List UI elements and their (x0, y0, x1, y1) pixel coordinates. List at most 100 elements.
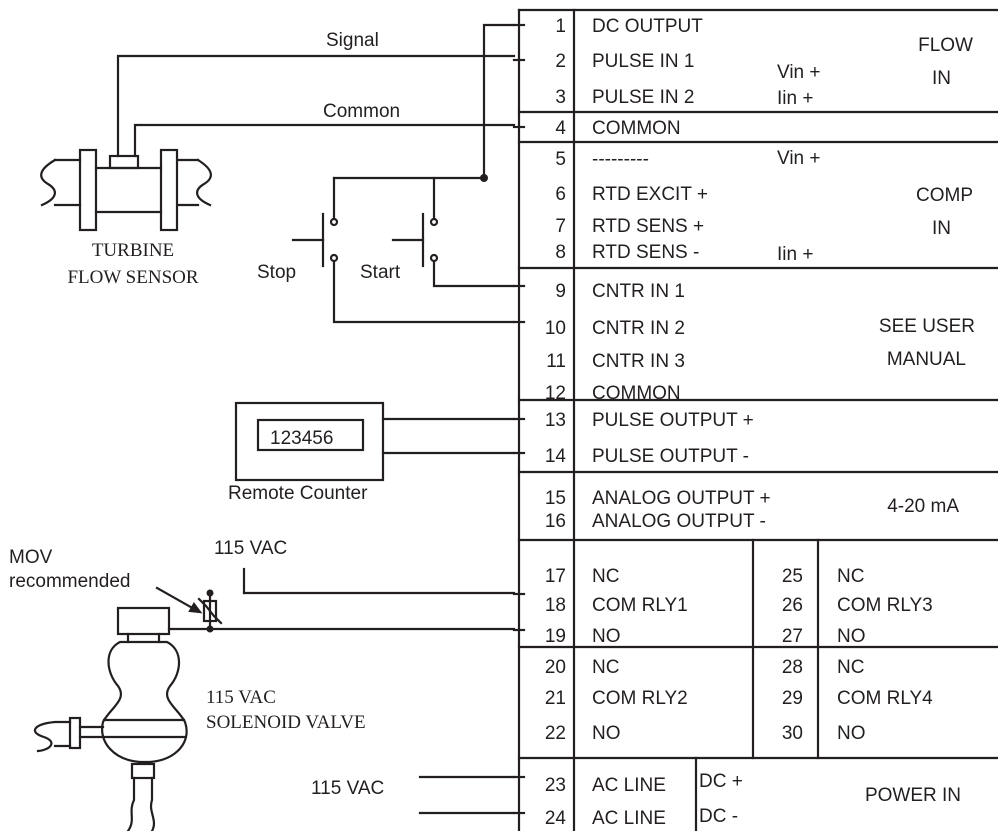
flow-in-label-line2: IN (932, 68, 951, 89)
terminal-row-number: 10 (545, 318, 566, 339)
junction-dots (206, 174, 488, 633)
power-in-label: POWER IN (865, 785, 961, 806)
remote-counter-label: Remote Counter (228, 483, 368, 504)
terminal-row-label: PULSE IN 1 (592, 51, 694, 72)
relay-terminal-label: NO (837, 723, 866, 744)
terminal-block (517, 8, 998, 831)
relay-terminal-label: COM RLY4 (837, 688, 933, 709)
turbine-flow-sensor-icon (40, 148, 212, 232)
stop-switch-icon (291, 212, 339, 268)
flow-vin-label: Vin + (777, 62, 821, 83)
terminal-row-number: 24 (545, 808, 567, 829)
terminal-row-label: --------- (592, 149, 649, 170)
terminal-leads (512, 23, 526, 815)
relay-terminal-number: 28 (782, 657, 803, 678)
terminal-row-label: CNTR IN 1 (592, 281, 685, 302)
counter-display: 123456 (270, 428, 333, 449)
relay-terminal-label: COM RLY3 (837, 595, 933, 616)
terminal-row-label: COMMON (592, 118, 681, 139)
terminal-row-label: COM RLY2 (592, 688, 688, 709)
terminal-row-number: 8 (555, 242, 566, 263)
sensor-name-line2: FLOW SENSOR (67, 267, 198, 288)
mov-varistor-icon (155, 586, 223, 631)
sensor-name-line1: TURBINE (92, 240, 174, 261)
terminal-row-label: ANALOG OUTPUT + (592, 488, 771, 509)
relay-terminal-label: NC (837, 657, 864, 678)
terminal-row-number: 13 (545, 410, 566, 431)
terminal-row-number: 4 (555, 118, 566, 139)
start-label: Start (360, 262, 401, 283)
terminal-row-label: NC (592, 657, 619, 678)
flow-iin-label: Iin + (777, 88, 813, 109)
comp-in-label-line2: IN (932, 218, 951, 239)
terminal-row-label: ANALOG OUTPUT - (592, 511, 766, 532)
see-user-label: SEE USER (879, 316, 975, 337)
signal-wire (116, 54, 516, 158)
terminal-row-label: PULSE OUTPUT - (592, 446, 749, 467)
terminal-row-number: 16 (545, 511, 566, 532)
relay-terminal-number: 29 (782, 688, 803, 709)
terminal-row-label: AC LINE (592, 808, 666, 829)
terminal-row-number: 1 (555, 16, 566, 37)
mov-label-line1: MOV (9, 547, 53, 568)
flow-in-label-line1: FLOW (918, 35, 973, 56)
common-wire (133, 123, 516, 158)
power-supply-label: 115 VAC (311, 778, 384, 799)
relay-terminal-label: NO (837, 626, 866, 647)
relay-terminal-number: 30 (782, 723, 803, 744)
manual-label: MANUAL (887, 349, 966, 370)
terminal-row-number: 9 (555, 281, 566, 302)
valve-name-line1: 115 VAC (206, 687, 276, 708)
terminal-row-number: 17 (545, 566, 566, 587)
valve-name-line2: SOLENOID VALVE (206, 712, 366, 733)
terminal-row-number: 6 (555, 184, 566, 205)
terminal-row-label: NO (592, 723, 621, 744)
terminal-row-number: 2 (555, 51, 566, 72)
terminal-row-label: PULSE IN 2 (592, 87, 694, 108)
relay-terminal-label: NC (837, 566, 864, 587)
terminal-row-number: 21 (545, 688, 566, 709)
terminal-row-number: 22 (545, 723, 566, 744)
relay-terminal-number: 25 (782, 566, 803, 587)
terminal-row-number: 11 (546, 351, 566, 372)
terminal-row-label: CNTR IN 3 (592, 351, 685, 372)
solenoid-supply-label: 115 VAC (214, 538, 287, 559)
terminal-row-label: CNTR IN 2 (592, 318, 685, 339)
dc-plus-label: DC + (699, 771, 743, 792)
relay-terminal-number: 27 (782, 626, 803, 647)
dc-minus-label: DC - (699, 806, 738, 827)
terminal-row-number: 23 (545, 775, 566, 796)
comp-vin-label: Vin + (777, 148, 821, 169)
terminal-row-number: 7 (555, 216, 566, 237)
switch-wiring (332, 23, 516, 324)
terminal-row-label: PULSE OUTPUT + (592, 410, 754, 431)
terminal-row-number: 12 (545, 383, 566, 404)
common-label: Common (323, 101, 400, 122)
terminal-row-number: 18 (545, 595, 566, 616)
terminal-row-number: 14 (545, 446, 567, 467)
remote-counter-icon (234, 401, 516, 482)
relay-terminal-number: 26 (782, 595, 803, 616)
terminal-row-number: 3 (555, 87, 566, 108)
terminal-row-number: 19 (545, 626, 566, 647)
terminal-row-label: NC (592, 566, 619, 587)
terminal-row-label: NO (592, 626, 621, 647)
terminal-row-label: COM RLY1 (592, 595, 688, 616)
terminal-row-number: 15 (545, 488, 566, 509)
analog-range-label: 4-20 mA (887, 496, 959, 517)
terminal-row-label: RTD SENS - (592, 242, 699, 263)
terminal-row-label: AC LINE (592, 775, 666, 796)
terminal-row-label: COMMON (592, 383, 681, 404)
terminal-row-label: DC OUTPUT (592, 16, 703, 37)
comp-iin-label: Iin + (777, 244, 813, 265)
stop-label: Stop (257, 262, 296, 283)
terminal-row-label: RTD EXCIT + (592, 184, 708, 205)
terminal-row-number: 20 (545, 657, 566, 678)
solenoid-valve-icon (33, 567, 516, 831)
comp-in-label-line1: COMP (916, 185, 973, 206)
terminal-row-number: 5 (555, 149, 566, 170)
terminal-row-label: RTD SENS + (592, 216, 704, 237)
